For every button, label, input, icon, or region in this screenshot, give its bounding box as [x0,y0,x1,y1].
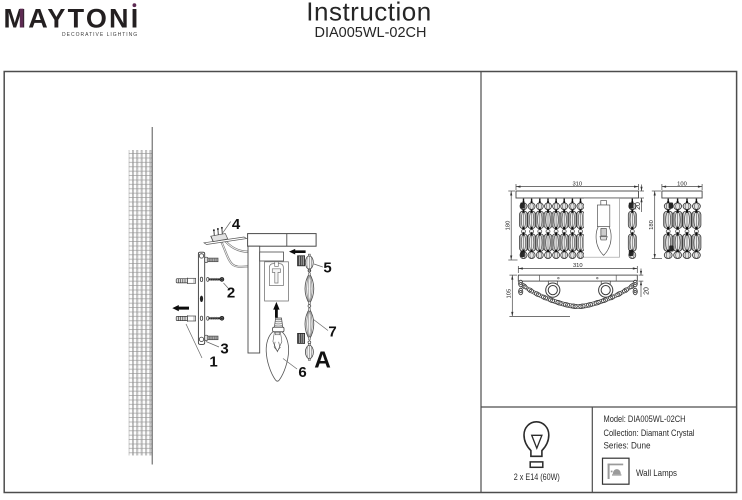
svg-text:2 x E14 (60W): 2 x E14 (60W) [514,472,560,482]
svg-text:3: 3 [220,340,228,357]
svg-text:310: 310 [572,181,582,187]
svg-text:DECORATIVE LIGHTING: DECORATIVE LIGHTING [62,32,138,38]
svg-text:105: 105 [506,289,512,299]
svg-text:180: 180 [649,220,655,230]
svg-text:310: 310 [573,263,583,269]
svg-text:Wall Lamps: Wall Lamps [636,468,677,478]
svg-text:100: 100 [677,181,687,187]
svg-text:Instruction: Instruction [306,0,431,26]
svg-text:Model: DIA005WL-02CH: Model: DIA005WL-02CH [604,414,686,424]
svg-text:2: 2 [227,285,235,302]
svg-text:Series: Dune: Series: Dune [604,441,651,451]
svg-text:5: 5 [323,260,331,277]
svg-text:20: 20 [643,287,650,295]
svg-text:Collection: Diamant Crystal: Collection: Diamant Crystal [604,428,695,438]
svg-text:7: 7 [328,323,336,340]
svg-text:20: 20 [635,202,642,210]
svg-text:DIA005WL-02CH: DIA005WL-02CH [314,25,426,41]
svg-text:1: 1 [209,353,217,370]
svg-text:MAYTONI: MAYTONI [4,4,141,34]
svg-text:180: 180 [505,221,511,231]
svg-text:4: 4 [232,216,241,233]
svg-text:A: A [314,346,331,372]
svg-text:6: 6 [298,364,306,381]
